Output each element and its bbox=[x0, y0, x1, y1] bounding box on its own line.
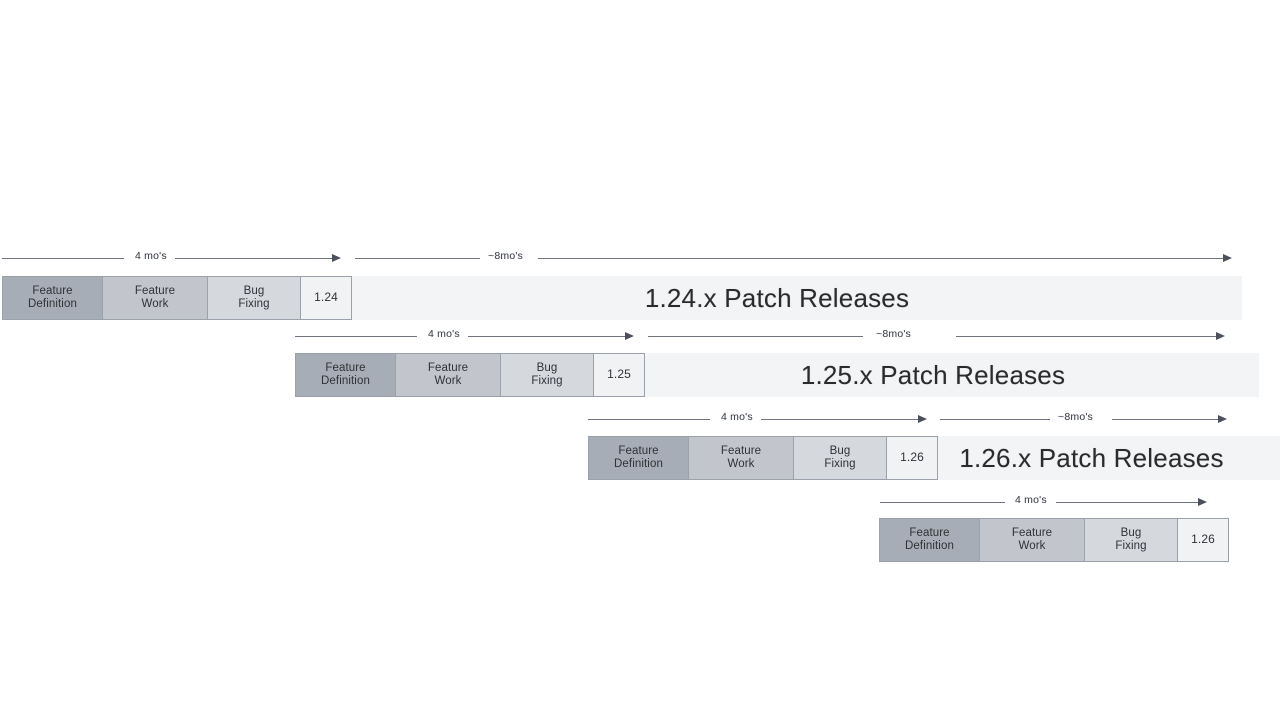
phase-bug-fixing[interactable]: Bug Fixing bbox=[794, 437, 887, 479]
patch-duration-arrow-125: ~8mo's bbox=[648, 328, 1233, 346]
phase-line-1: Feature bbox=[720, 444, 762, 457]
phase-line-2: Work bbox=[141, 298, 169, 310]
arrow-line-left bbox=[355, 258, 480, 259]
arrow-head-icon bbox=[1223, 254, 1232, 262]
phase-boxes-127: Feature Definition Feature Work Bug Fixi… bbox=[879, 518, 1229, 562]
phase-line-2: Definition bbox=[321, 375, 370, 387]
phase-feature-work[interactable]: Feature Work bbox=[103, 277, 208, 319]
phase-line-1: Bug bbox=[243, 284, 265, 297]
phase-bug-fixing[interactable]: Bug Fixing bbox=[1085, 519, 1178, 561]
arrow-head-icon bbox=[332, 254, 341, 262]
phase-line-1: Feature bbox=[134, 284, 176, 297]
phase-feature-definition[interactable]: Feature Definition bbox=[296, 354, 396, 396]
arrow-head-icon bbox=[625, 332, 634, 340]
arrow-head-icon bbox=[1198, 498, 1207, 506]
phase-line-1: Bug bbox=[829, 444, 851, 457]
arrow-line-right bbox=[1056, 502, 1201, 503]
arrow-line-right bbox=[956, 336, 1217, 337]
arrow-head-icon bbox=[1216, 332, 1225, 340]
version-box[interactable]: 1.26 bbox=[1178, 519, 1228, 561]
dev-duration-arrow-125: 4 mo's bbox=[295, 328, 635, 346]
dev-duration-arrow-126: 4 mo's bbox=[588, 411, 928, 429]
patch-release-label: 1.26.x Patch Releases bbox=[959, 442, 1224, 473]
phase-line-2: Definition bbox=[614, 458, 663, 470]
dev-duration-label: 4 mo's bbox=[1015, 494, 1047, 506]
arrow-line-left bbox=[2, 258, 124, 259]
phase-line-2: Fixing bbox=[531, 375, 563, 387]
patch-duration-label: ~8mo's bbox=[1058, 411, 1094, 423]
phase-feature-work[interactable]: Feature Work bbox=[689, 437, 794, 479]
phase-line-2: Definition bbox=[905, 540, 954, 552]
phase-feature-definition[interactable]: Feature Definition bbox=[589, 437, 689, 479]
phase-feature-work[interactable]: Feature Work bbox=[396, 354, 501, 396]
dev-duration-label: 4 mo's bbox=[428, 328, 460, 340]
phase-line-1: Feature bbox=[1011, 526, 1053, 539]
arrow-line-right bbox=[468, 336, 626, 337]
version-box[interactable]: 1.26 bbox=[887, 437, 937, 479]
patch-release-label: 1.25.x Patch Releases bbox=[800, 359, 1066, 390]
phase-line-1: Feature bbox=[909, 526, 950, 539]
phase-line-2: Work bbox=[727, 458, 755, 470]
arrow-line-right bbox=[1112, 419, 1220, 420]
phase-line-2: Work bbox=[1018, 540, 1046, 552]
arrow-line-left bbox=[648, 336, 863, 337]
phase-bug-fixing[interactable]: Bug Fixing bbox=[501, 354, 594, 396]
phase-feature-definition[interactable]: Feature Definition bbox=[880, 519, 980, 561]
arrow-line-left bbox=[880, 502, 1005, 503]
patch-duration-label: ~8mo's bbox=[876, 328, 912, 340]
arrow-head-icon bbox=[918, 415, 927, 423]
arrow-head-icon bbox=[1218, 415, 1227, 423]
phase-bug-fixing[interactable]: Bug Fixing bbox=[208, 277, 301, 319]
dev-duration-arrow-124: 4 mo's bbox=[2, 250, 342, 268]
phase-line-2: Fixing bbox=[238, 298, 270, 310]
phase-boxes-125: Feature Definition Feature Work Bug Fixi… bbox=[295, 353, 645, 397]
version-box[interactable]: 1.24 bbox=[301, 277, 351, 319]
phase-feature-definition[interactable]: Feature Definition bbox=[3, 277, 103, 319]
phase-line-1: Feature bbox=[618, 444, 659, 457]
arrow-line-left bbox=[940, 419, 1050, 420]
phase-line-2: Definition bbox=[28, 298, 77, 310]
arrow-line-left bbox=[588, 419, 710, 420]
arrow-line-right bbox=[175, 258, 333, 259]
patch-duration-arrow-124: ~8mo's bbox=[355, 250, 1233, 268]
phase-feature-work[interactable]: Feature Work bbox=[980, 519, 1085, 561]
phase-boxes-126: Feature Definition Feature Work Bug Fixi… bbox=[588, 436, 938, 480]
dev-duration-label: 4 mo's bbox=[721, 411, 753, 423]
phase-line-2: Fixing bbox=[1115, 540, 1147, 552]
dev-duration-arrow-127: 4 mo's bbox=[880, 494, 1210, 512]
patch-release-label: 1.24.x Patch Releases bbox=[644, 282, 910, 313]
patch-duration-label: ~8mo's bbox=[488, 250, 524, 262]
phase-line-1: Feature bbox=[325, 361, 366, 374]
phase-line-2: Work bbox=[434, 375, 462, 387]
phase-line-1: Bug bbox=[536, 361, 558, 374]
phase-line-2: Fixing bbox=[824, 458, 856, 470]
patch-duration-arrow-126: ~8mo's bbox=[940, 411, 1232, 429]
phase-line-1: Feature bbox=[427, 361, 469, 374]
phase-line-1: Bug bbox=[1120, 526, 1142, 539]
dev-duration-label: 4 mo's bbox=[135, 250, 167, 262]
phase-line-1: Feature bbox=[32, 284, 73, 297]
arrow-line-left bbox=[295, 336, 417, 337]
phase-boxes-124: Feature Definition Feature Work Bug Fixi… bbox=[2, 276, 352, 320]
arrow-line-right bbox=[538, 258, 1224, 259]
arrow-line-right bbox=[761, 419, 919, 420]
version-box[interactable]: 1.25 bbox=[594, 354, 644, 396]
